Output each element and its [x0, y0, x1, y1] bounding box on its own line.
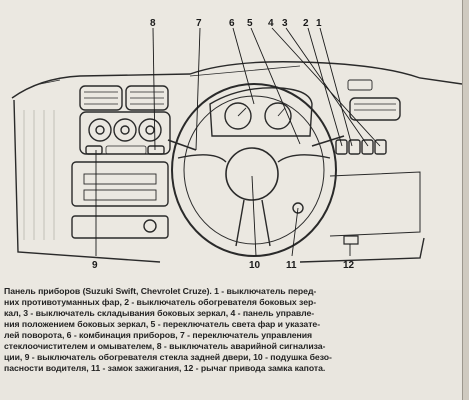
caption-line-5: лей поворота, 6 - комбинация приборов, 7… [4, 329, 313, 340]
caption-line-2: них противотуманных фар, 2 - выключатель… [4, 296, 317, 307]
callout-1: 1 [316, 18, 322, 29]
dashboard-top-outline [11, 61, 463, 99]
page-edge [462, 0, 469, 400]
callout-9: 9 [92, 260, 98, 271]
callout-12: 12 [343, 260, 355, 271]
left-air-vent-1 [79, 85, 123, 111]
figure-caption: Панель приборов (Suzuki Swift, Chevrolet… [4, 286, 456, 374]
callout-4: 4 [268, 18, 274, 29]
caption-line-6: стеклоочистителем и омывателем, 8 - выкл… [4, 340, 326, 351]
caption-line-4: ния положением боковых зеркал, 5 - перек… [4, 318, 321, 329]
caption-line-7: ции, 9 - выключатель обогревателя стекла… [4, 351, 332, 362]
right-switch-bank [335, 139, 387, 155]
callout-7: 7 [196, 18, 202, 29]
ignition-switch [292, 202, 304, 214]
dashboard-lower-outline [13, 99, 425, 263]
center-console [71, 161, 169, 207]
callout-6: 6 [229, 18, 235, 29]
caption-line-8: пасности водителя, 11 - замок зажигания,… [4, 362, 326, 373]
caption-line-3: кал, 3 - выключатель складывания боковых… [4, 307, 315, 318]
hood-release-lever [343, 235, 359, 245]
callout-5: 5 [247, 18, 253, 29]
left-air-vent-2 [125, 85, 169, 111]
callout-11: 11 [286, 260, 297, 271]
steering-wheel [171, 83, 337, 257]
callout-10: 10 [249, 260, 261, 271]
callout-3: 3 [282, 18, 288, 29]
callout-8: 8 [150, 18, 156, 29]
caption-line-1: Панель приборов (Suzuki Swift, Chevrolet… [4, 286, 317, 296]
right-air-vent [349, 97, 401, 121]
dashboard-illustration: 1 2 3 4 5 6 7 8 9 10 11 12 [11, 18, 463, 271]
airbag-hub [225, 147, 279, 201]
callout-2: 2 [303, 18, 309, 29]
